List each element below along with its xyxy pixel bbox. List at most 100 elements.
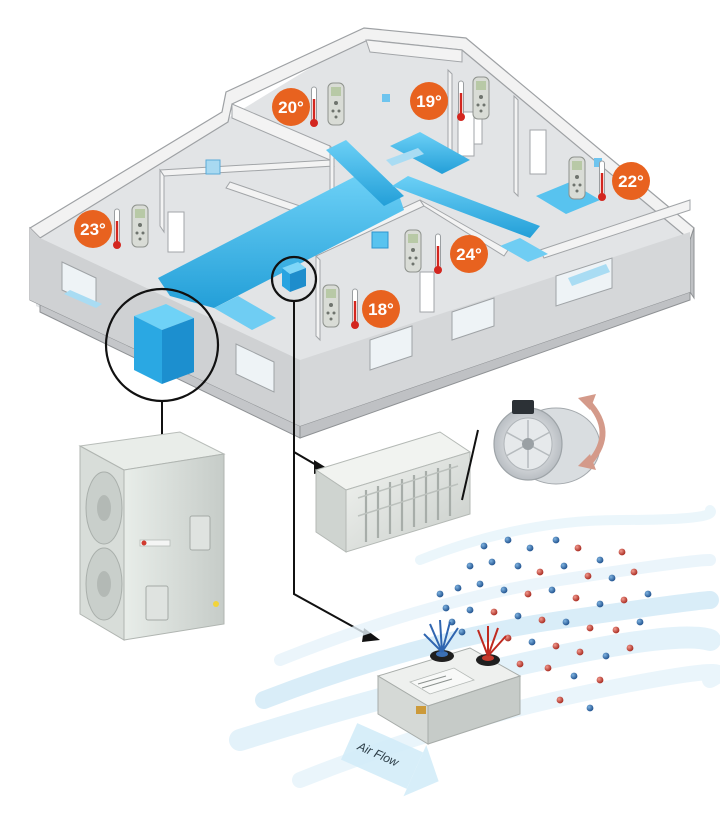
temperature-badge	[362, 290, 400, 328]
cool-air-particle	[602, 652, 610, 660]
zone-marker: 22°	[568, 156, 650, 201]
cool-air-particle	[514, 562, 522, 570]
cool-air-particle	[596, 600, 604, 608]
wall-panel-4	[371, 231, 389, 249]
thermometer-icon	[434, 233, 442, 274]
rotate-arrow-icon	[585, 399, 606, 465]
zone-damper-controller	[282, 262, 306, 292]
arrow-to-controller	[293, 452, 371, 637]
warm-air-particle	[618, 548, 626, 556]
air-particles	[436, 536, 652, 712]
duct-branch-east	[392, 176, 540, 238]
thermometer-icon	[351, 288, 359, 329]
cool-air-particle	[488, 558, 496, 566]
zone-marker: 19°	[410, 76, 490, 121]
warm-air-particle	[574, 544, 582, 552]
warm-air-particle	[576, 648, 584, 656]
main-duct	[158, 176, 404, 308]
warm-air-particle	[538, 616, 546, 624]
remote-control-icon	[327, 82, 345, 126]
vent-grille-icon	[314, 431, 472, 553]
return-plume	[477, 626, 507, 657]
warm-air-particle	[544, 664, 552, 672]
warm-air-particle	[586, 624, 594, 632]
zone-temperature: 23°	[80, 220, 106, 239]
cool-air-particle	[476, 580, 484, 588]
cool-air-particle	[570, 672, 578, 680]
outdoor-unit-icon	[78, 431, 226, 641]
cool-air-particle	[586, 704, 594, 712]
temperature-badge	[450, 235, 488, 273]
ductwork	[158, 132, 600, 330]
temperature-badge	[612, 162, 650, 200]
cool-air-particle	[526, 544, 534, 552]
cool-air-particle	[560, 562, 568, 570]
warm-air-particle	[612, 626, 620, 634]
warm-air-particle	[490, 608, 498, 616]
remote-control-icon	[568, 156, 586, 200]
zone-marker: 24°	[404, 229, 488, 274]
warm-air-particle	[572, 594, 580, 602]
remote-control-icon	[131, 204, 149, 248]
cool-air-particle	[454, 584, 462, 592]
duct-outlet-front	[214, 296, 276, 330]
duct-outlet-right	[500, 238, 548, 262]
cool-air-particle	[548, 586, 556, 594]
rotate-arrow-head-top	[578, 394, 596, 410]
zone-marker: 20°	[272, 82, 345, 127]
warm-air-particle	[630, 568, 638, 576]
temperature-badge	[74, 210, 112, 248]
cool-air-particle	[480, 542, 488, 550]
zone-temperature: 20°	[278, 98, 304, 117]
cool-air-particle	[436, 590, 444, 598]
cool-air-particle	[514, 612, 522, 620]
wall-panel-3	[594, 158, 602, 167]
warm-air-particle	[536, 568, 544, 576]
zone-temperature: 18°	[368, 300, 394, 319]
zone-temperature: 22°	[618, 172, 644, 191]
zone-temperature: 19°	[416, 92, 442, 111]
warm-air-particle	[596, 676, 604, 684]
zone-markers: 20° 19° 22° 23° 24° 18°	[74, 76, 650, 329]
indoor-unit-icon	[134, 304, 194, 384]
cool-air-particle	[528, 638, 536, 646]
temperature-badge	[410, 82, 448, 120]
rotate-arrow-head-bottom	[578, 454, 596, 470]
cool-air-particle	[466, 562, 474, 570]
zone-marker: 18°	[322, 284, 400, 329]
cool-air-particle	[466, 606, 474, 614]
supply-plume	[423, 619, 459, 653]
controller-icon	[376, 647, 522, 745]
cool-air-particle	[562, 618, 570, 626]
warm-air-particle	[556, 696, 564, 704]
thermometer-icon	[113, 208, 121, 249]
window-right-2	[451, 297, 495, 341]
cool-air-particle	[644, 590, 652, 598]
cool-air-particle	[596, 556, 604, 564]
warm-air-particle	[516, 660, 524, 668]
zone-temperature: 24°	[456, 245, 482, 264]
warm-air-particle	[620, 596, 628, 604]
warm-air-particle	[584, 572, 592, 580]
air-flow-streams	[229, 505, 720, 788]
building-cutaway	[29, 27, 695, 439]
remote-control-icon	[404, 229, 422, 273]
status-light	[213, 601, 219, 607]
cool-air-particle	[552, 536, 560, 544]
thermometer-icon	[457, 80, 465, 121]
wall-panel-2	[382, 94, 390, 102]
cool-air-particle	[636, 618, 644, 626]
separator-slash	[461, 429, 479, 501]
outer-wall-right-front	[299, 227, 695, 439]
warm-air-particle	[524, 590, 532, 598]
duct-branch-north	[326, 140, 404, 206]
duct-branch-rear	[536, 182, 600, 214]
cool-air-particle	[500, 586, 508, 594]
cool-air-particle	[458, 628, 466, 636]
cool-air-particle	[442, 604, 450, 612]
remote-control-icon	[322, 284, 340, 328]
warm-air-particle	[504, 634, 512, 642]
air-flow-arrow: Air Flow	[340, 723, 439, 797]
